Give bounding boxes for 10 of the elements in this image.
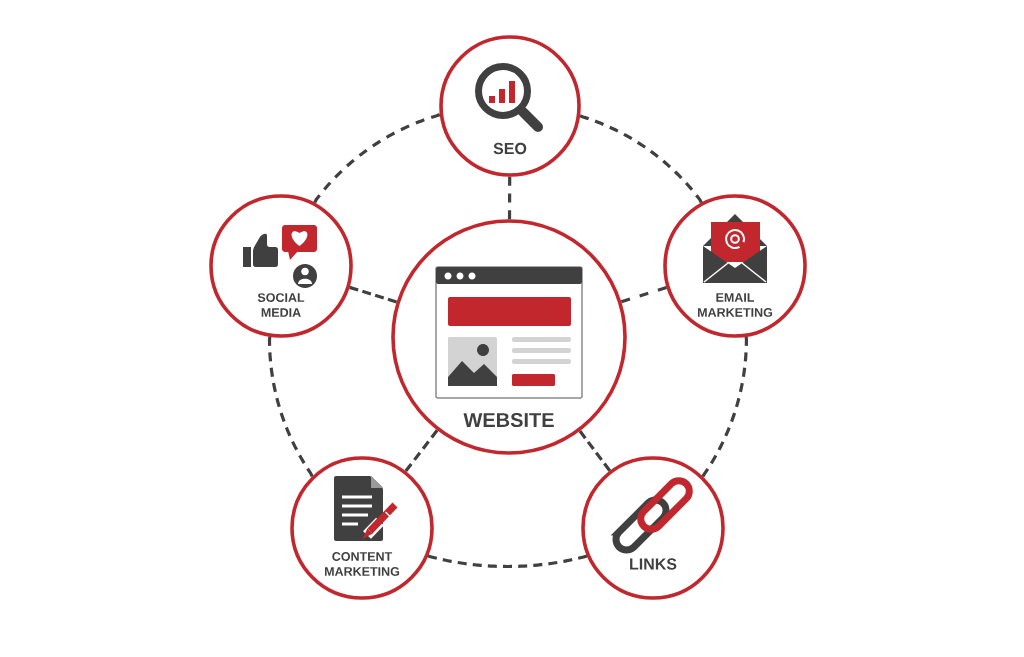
connector — [313, 113, 441, 204]
connector — [701, 336, 748, 478]
connector — [427, 554, 588, 569]
connector — [404, 429, 439, 473]
connector — [507, 176, 512, 220]
connector — [349, 285, 397, 304]
connector — [267, 336, 314, 478]
connector — [579, 114, 703, 204]
connector — [620, 286, 667, 304]
connector — [578, 430, 612, 472]
